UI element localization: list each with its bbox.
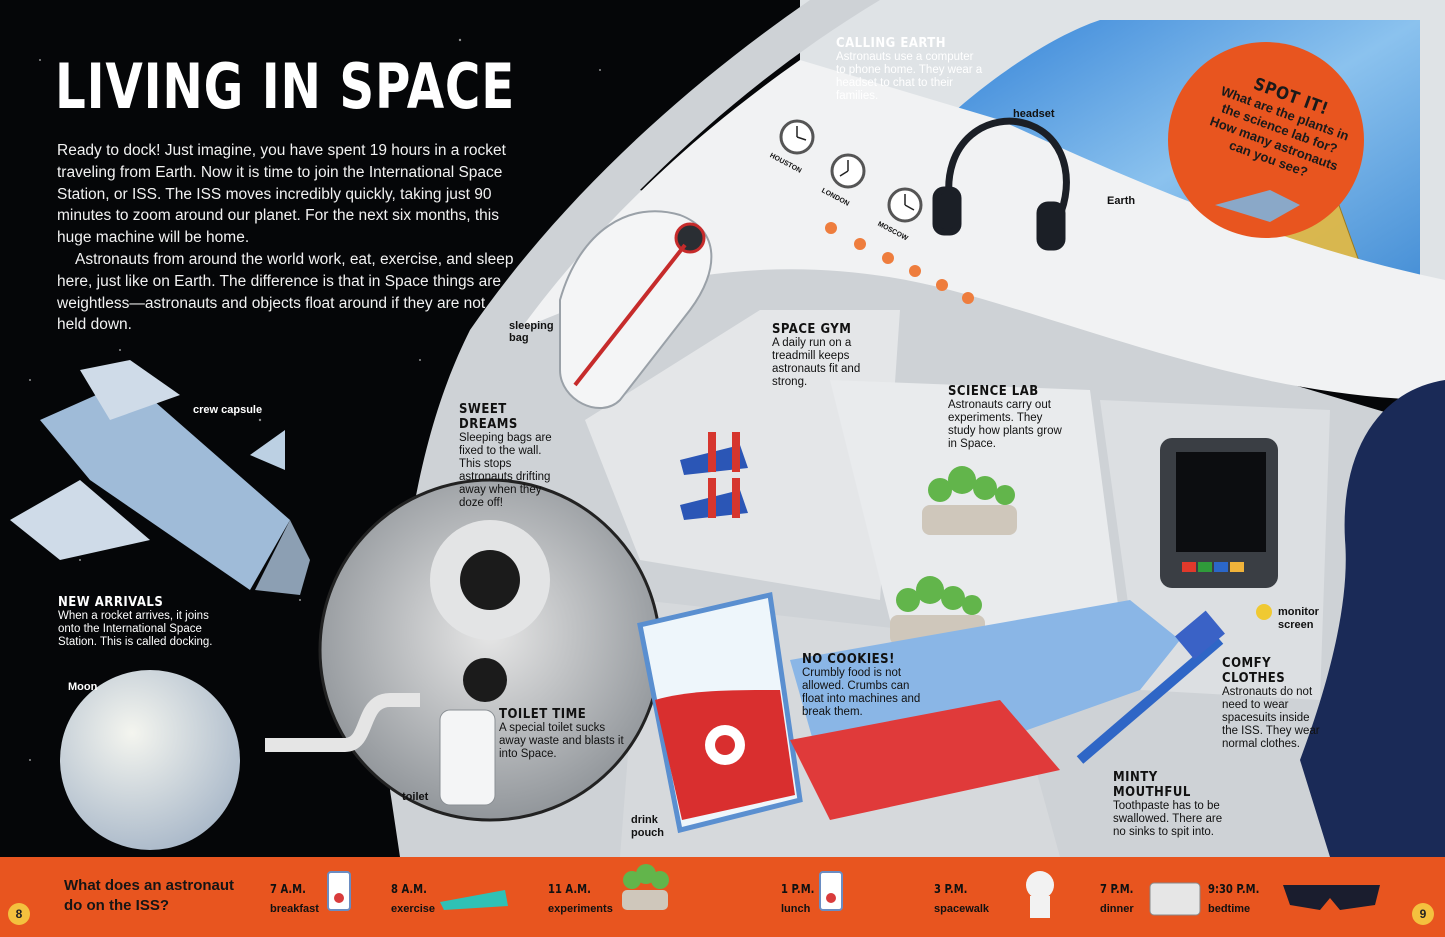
moon-drawing [60,670,240,850]
schedule-time: 9:30 P.M. [1208,881,1260,896]
schedule-time: 11 A.M. [548,881,591,896]
schedule-item: 11 A.M. experiments [548,881,613,915]
spot-it-badge [1168,42,1364,238]
schedule-item: 3 P.M. spacewalk [934,881,989,915]
label-toilet: toilet [402,791,429,803]
crew-capsule-drawing [10,360,310,595]
schedule-time: 1 P.M. [781,881,815,896]
new-arrivals-block: NEW ARRIVALS When a rocket arrives, it j… [58,595,223,649]
sweet-dreams-block: SWEET DREAMS Sleeping bags are fixed to … [459,402,559,510]
intro-paragraph-2: Astronauts from around the world work, e… [57,250,514,334]
space-gym-heading: SPACE GYM [772,322,852,337]
label-crew-capsule: crew capsule [193,404,263,416]
schedule-item: 9:30 P.M. bedtime [1208,881,1272,915]
schedule-strip [0,857,1445,937]
sleeping-bag-drawing [559,210,713,410]
schedule-item: 8 A.M. exercise [391,881,436,915]
clocks [779,119,923,223]
schedule-item: 7 P.M. dinner [1100,881,1142,915]
calling-earth-block: CALLING EARTH Astronauts use a computer … [836,36,986,103]
toilet-time-heading: TOILET TIME [499,707,587,722]
minty-mouthful-text: Toothpaste has to be swallowed. There ar… [1113,800,1223,838]
headset-drawing [932,117,1070,251]
schedule-activity: exercise [391,903,436,915]
sweet-dreams-heading: SWEET DREAMS [459,402,518,432]
no-cookies-text: Crumbly food is not allowed. Crumbs can … [802,667,921,718]
schedule-time: 7 P.M. [1100,881,1134,896]
no-cookies-block: NO COOKIES! Crumbly food is not allowed.… [802,652,922,719]
schedule-activity: spacewalk [934,903,990,915]
minty-mouthful-block: MINTY MOUTHFUL Toothpaste has to be swal… [1113,770,1233,839]
new-arrivals-text: When a rocket arrives, it joins onto the… [58,610,213,648]
schedule-activity: breakfast [270,903,319,915]
calling-earth-heading: CALLING EARTH [836,36,947,51]
comfy-clothes-block: COMFY CLOTHES Astronauts do not need to … [1222,656,1322,751]
calling-earth-text: Astronauts use a computer to phone home.… [836,51,983,102]
astronaut-silhouette [1300,380,1445,857]
schedule-question: What does an astronaut do on the ISS? [64,877,235,914]
label-sleeping-bag: sleeping bag [509,320,554,344]
label-monitor-screen: monitor screen [1278,606,1319,631]
page-title: LIVING IN SPACE [55,50,516,123]
science-lab-block: SCIENCE LAB Astronauts carry out experim… [948,384,1063,451]
schedule-time: 8 A.M. [391,881,427,896]
schedule-item: 7 A.M. breakfast [270,881,319,915]
page-number-left: 8 [8,903,30,925]
drink-pouch-drawing [637,591,803,834]
schedule-activity: bedtime [1208,903,1251,915]
schedule-activity: experiments [548,903,613,915]
label-earth: Earth [1107,195,1136,207]
no-cookies-heading: NO COOKIES! [802,652,895,667]
toilet-time-block: TOILET TIME A special toilet sucks away … [499,707,624,761]
comfy-clothes-heading: COMFY CLOTHES [1222,656,1286,686]
new-arrivals-heading: NEW ARRIVALS [58,595,164,610]
label-moon: Moon [68,681,98,693]
label-headset: headset [1013,108,1055,120]
space-gym-block: SPACE GYM A daily run on a treadmill kee… [772,322,877,389]
toilet-module [265,478,662,822]
space-gym-text: A daily run on a treadmill keeps astrona… [772,337,861,388]
schedule-time: 3 P.M. [934,881,968,896]
monitor-drawing [1160,438,1278,620]
intro-text: Ready to dock! Just imagine, you have sp… [57,140,517,336]
schedule-item: 1 P.M. lunch [781,881,823,915]
science-lab-text: Astronauts carry out experiments. They s… [948,399,1062,450]
intro-paragraph-1: Ready to dock! Just imagine, you have sp… [57,142,506,247]
treadmill-shoes [680,432,748,520]
label-drink-pouch: drink pouch [631,814,664,839]
toilet-time-text: A special toilet sucks away waste and bl… [499,722,624,760]
sweet-dreams-text: Sleeping bags are fixed to the wall. Thi… [459,432,552,509]
toothpaste-drawing [790,600,1225,820]
science-lab-heading: SCIENCE LAB [948,384,1039,399]
control-lights [825,222,974,304]
schedule-time: 7 A.M. [270,881,306,896]
minty-mouthful-heading: MINTY MOUTHFUL [1113,770,1191,800]
comfy-clothes-text: Astronauts do not need to wear spacesuit… [1222,686,1320,750]
schedule-activity: lunch [781,903,811,915]
schedule-activity: dinner [1100,903,1134,915]
page-number-right: 9 [1412,903,1434,925]
